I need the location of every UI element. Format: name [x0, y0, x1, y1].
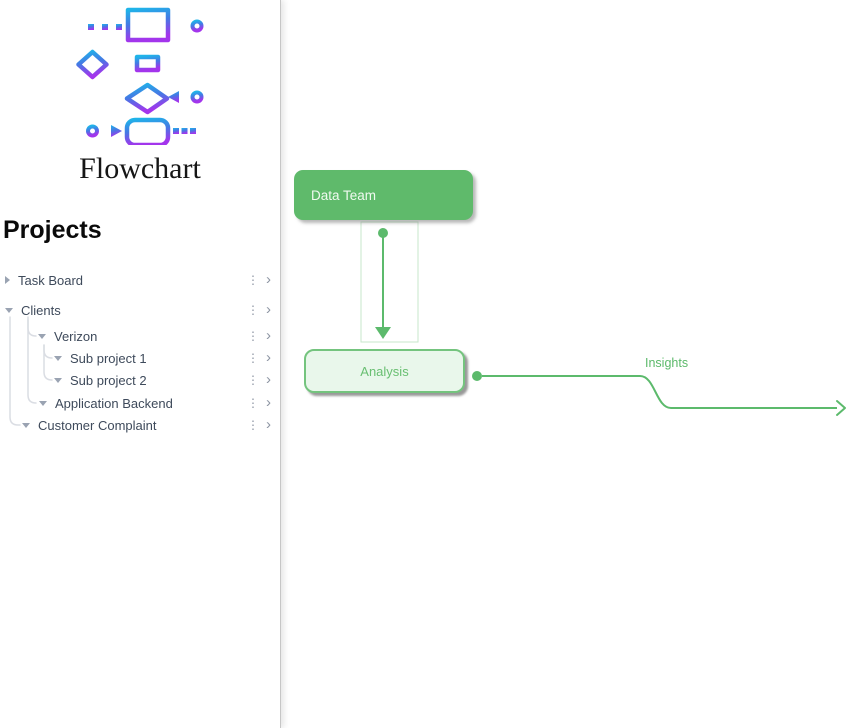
chevron-right-icon[interactable]: › — [266, 301, 271, 319]
node-data-team[interactable]: Data Team — [294, 170, 473, 220]
chevron-right-icon[interactable]: › — [266, 327, 271, 345]
node-label: Analysis — [360, 363, 409, 379]
sidebar-item-label: Customer Complaint — [38, 417, 157, 433]
caret-down-icon[interactable] — [22, 422, 30, 428]
chevron-right-icon[interactable]: › — [266, 416, 271, 434]
sidebar-item-label: Sub project 2 — [70, 372, 147, 388]
arrowhead-down-icon — [375, 327, 391, 339]
kebab-menu-icon[interactable]: ⋮ — [247, 351, 259, 365]
chevron-right-icon[interactable]: › — [266, 394, 271, 412]
caret-down-icon[interactable] — [5, 307, 13, 313]
sidebar-item-label: Verizon — [54, 328, 98, 344]
kebab-menu-icon[interactable]: ⋮ — [247, 303, 259, 317]
caret-right-icon[interactable] — [5, 276, 10, 284]
kebab-menu-icon[interactable]: ⋮ — [247, 418, 259, 432]
chevron-right-icon[interactable]: › — [266, 371, 271, 389]
arrowhead-right-icon — [836, 400, 846, 416]
sidebar-item-label: Sub project 1 — [70, 350, 147, 366]
edge-source-port-dot[interactable] — [472, 371, 482, 381]
sidebar-item-label: Clients — [21, 302, 61, 318]
sidebar-item-clients[interactable]: Clients ⋮ › — [0, 300, 280, 320]
sidebar-item-label: Task Board — [18, 272, 84, 288]
sidebar-item-application-backend[interactable]: Application Backend ⋮ › — [0, 393, 280, 413]
sidebar-item-task-board[interactable]: Task Board ⋮ › — [0, 270, 280, 290]
sidebar-item-verizon[interactable]: Verizon ⋮ › — [0, 326, 280, 346]
sidebar-item-customer-complaint[interactable]: Customer Complaint ⋮ › — [0, 415, 280, 435]
kebab-menu-icon[interactable]: ⋮ — [247, 373, 259, 387]
node-analysis[interactable]: Analysis — [304, 349, 465, 393]
caret-down-icon[interactable] — [39, 400, 47, 406]
kebab-menu-icon[interactable]: ⋮ — [247, 273, 259, 287]
chevron-right-icon[interactable]: › — [266, 271, 271, 289]
sidebar-item-sub-project-1[interactable]: Sub project 1 ⋮ › — [0, 348, 280, 368]
edge-analysis-insights[interactable] — [482, 375, 837, 409]
app-title: Flowchart — [79, 152, 201, 185]
caret-down-icon[interactable] — [54, 377, 62, 383]
sidebar: Flowchart Projects Task Board ⋮ › Client… — [0, 0, 281, 728]
flowchart-logo-icon — [76, 7, 204, 145]
kebab-menu-icon[interactable]: ⋮ — [247, 329, 259, 343]
caret-down-icon[interactable] — [38, 333, 46, 339]
sidebar-item-label: Application Backend — [55, 395, 173, 411]
projects-heading: Projects — [3, 216, 102, 244]
chevron-right-icon[interactable]: › — [266, 349, 271, 367]
kebab-menu-icon[interactable]: ⋮ — [247, 396, 259, 410]
sidebar-item-sub-project-2[interactable]: Sub project 2 ⋮ › — [0, 370, 280, 390]
edge-source-port-dot[interactable] — [378, 228, 388, 238]
edge-selection-bounds — [360, 221, 419, 343]
node-label: Data Team — [311, 187, 377, 203]
edge-label-insights[interactable]: Insights — [645, 356, 689, 370]
caret-down-icon[interactable] — [54, 355, 62, 361]
